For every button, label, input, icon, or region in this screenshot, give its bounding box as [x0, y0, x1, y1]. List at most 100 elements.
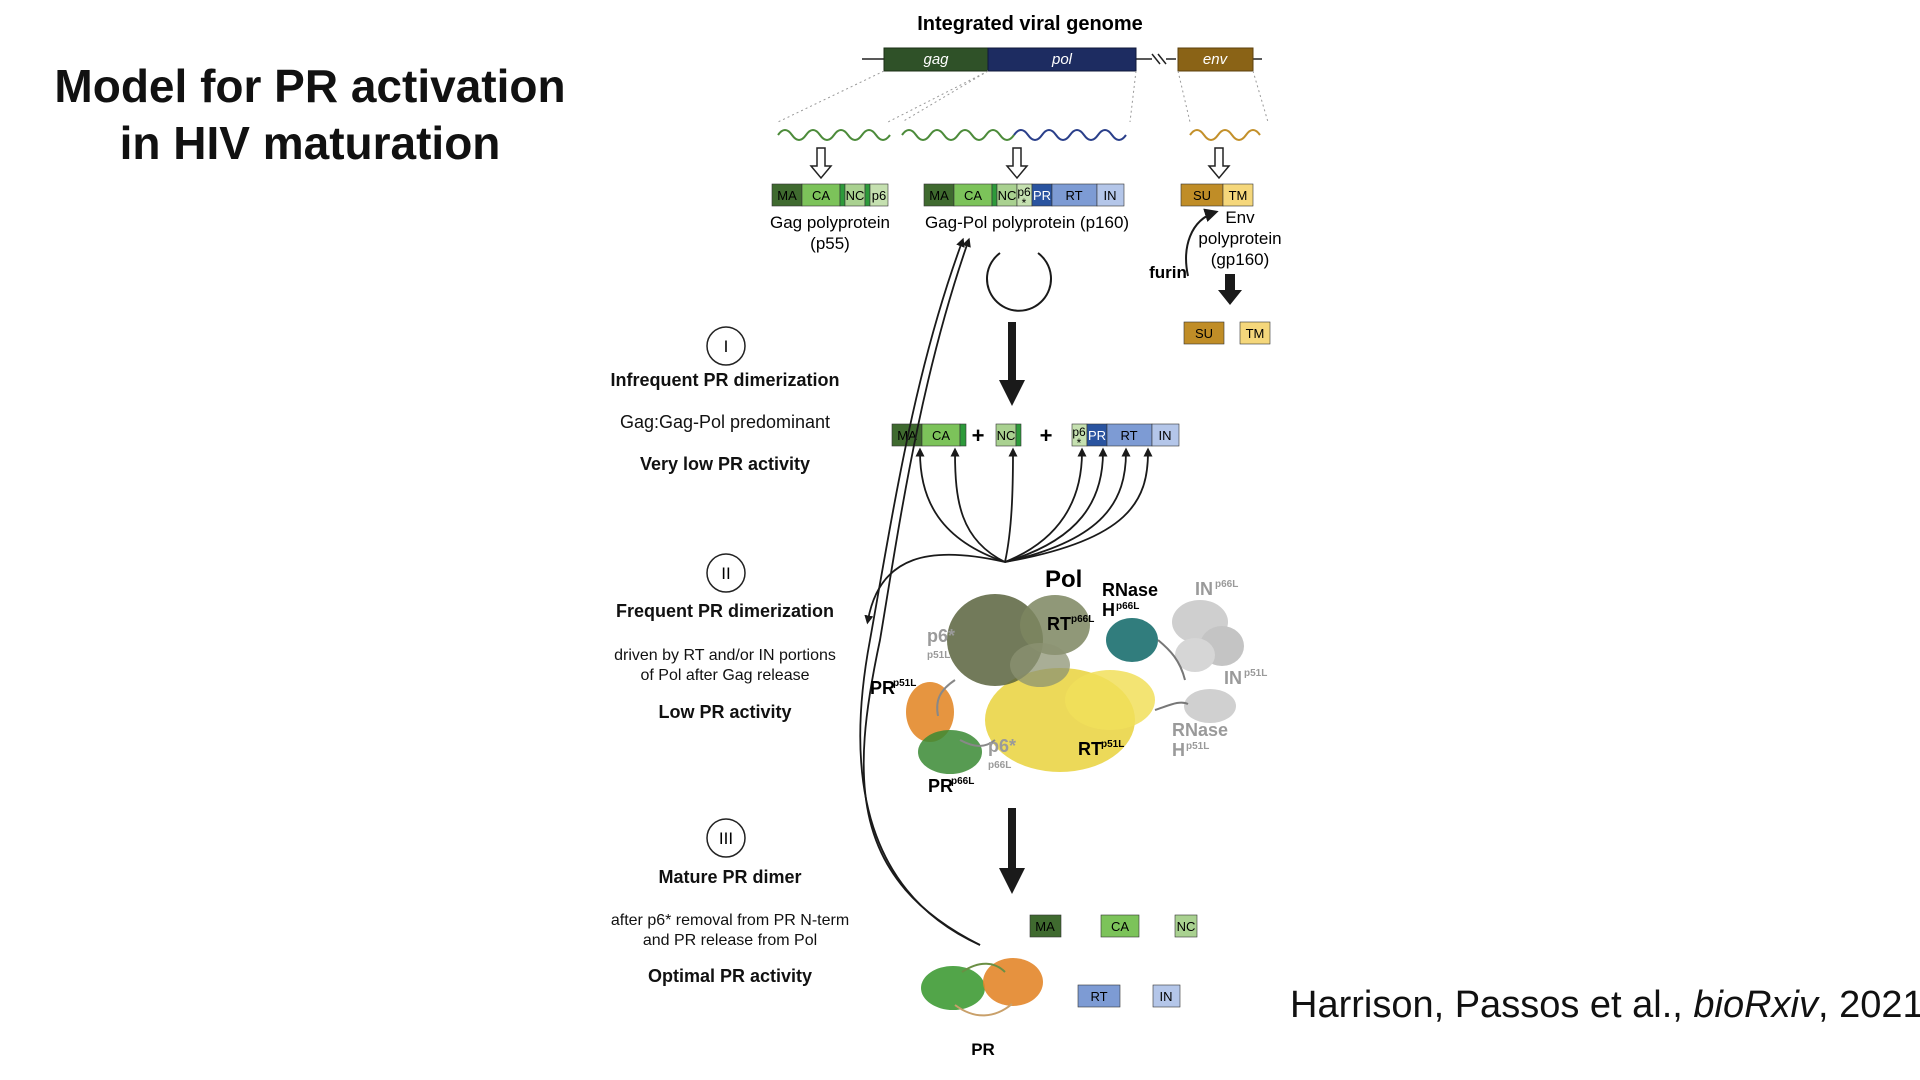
env-label-3: (gp160) — [1211, 250, 1270, 269]
rnase-p51-label: RNase — [1172, 720, 1228, 740]
gagpol-ma: MA — [929, 188, 949, 203]
env-cleavage-arrow — [1218, 274, 1242, 305]
stage-1-activity: Very low PR activity — [639, 454, 811, 474]
stage-1-products: MA CA + NC + p6 * PR RT IN — [891, 423, 1180, 450]
stage-1-nc: NC — [997, 428, 1016, 443]
p6star-p51-label: p6* — [927, 626, 955, 646]
pr-p66-label: PR — [928, 776, 953, 796]
stage-2-numeral: II — [706, 553, 746, 593]
stage-1-desc: Gag:Gag-Pol predominant — [619, 412, 831, 432]
in-p66-sup: p66L — [1215, 579, 1238, 590]
env-gene-label: env — [1203, 51, 1229, 68]
stage-3-numeral: III — [706, 818, 746, 858]
rnase-p51-h: H — [1172, 740, 1185, 760]
rt-p66-label: RT — [1047, 614, 1071, 634]
citation-authors: Harrison, Passos et al., — [1290, 984, 1694, 1026]
stage-3-ma: MA — [1035, 919, 1055, 934]
rnase-p66-label: RNase — [1102, 580, 1158, 600]
projection-lines — [777, 70, 1269, 123]
gagpol-mrna-pol — [1013, 129, 1127, 141]
stage-1-ca: CA — [932, 428, 950, 443]
genome-title: Integrated viral genome — [917, 13, 1143, 35]
gagpol-polyprotein-label: Gag-Pol polyprotein (p160) — [925, 213, 1129, 232]
rt-p51-label: RT — [1078, 739, 1102, 759]
stage-2-activity: Low PR activity — [658, 702, 792, 722]
in-p51-label: IN — [1224, 668, 1242, 688]
slide-title-line-1: Model for PR activation — [54, 60, 566, 112]
gagpol-mrna-gag — [901, 129, 1015, 141]
svg-text:II: II — [721, 564, 730, 583]
p6star-p66-label: p6* — [988, 736, 1016, 756]
gagpol-in: IN — [1104, 188, 1117, 203]
mature-pr-dimer — [921, 958, 1043, 1017]
env-tm-product: TM — [1246, 326, 1265, 341]
gag-polyprotein-label-2: (p55) — [810, 234, 850, 253]
stage-3-products: MA CA NC RT IN — [1029, 914, 1198, 1008]
gag-ma: MA — [777, 188, 797, 203]
env-label-1: Env — [1225, 208, 1255, 227]
stage-3-nc: NC — [1177, 919, 1196, 934]
cleavage-arrows — [864, 447, 1153, 625]
rnase-p66-sup: p66L — [1116, 601, 1139, 612]
in-p66-label: IN — [1195, 579, 1213, 599]
citation: Harrison, Passos et al., bioRxiv, 2021 — [1290, 984, 1920, 1027]
mature-pr-label: PR — [971, 1040, 995, 1059]
feedback-arrows — [859, 237, 981, 946]
stage-2-desc-1: driven by RT and/or IN portions — [614, 647, 836, 664]
stage-1-p6star: p6 — [1072, 425, 1086, 439]
stage-3-ca: CA — [1111, 919, 1129, 934]
stage-3-in: IN — [1160, 989, 1173, 1004]
pol-gene-label: pol — [1051, 51, 1073, 68]
pr-p51-sup: p51L — [893, 678, 916, 689]
env-products: SU TM — [1183, 321, 1271, 345]
stage-2-title: Frequent PR dimerization — [615, 601, 835, 621]
gag-polyprotein: MA CA NC p6 — [771, 183, 889, 207]
stage-1-star: * — [1077, 436, 1082, 450]
rnase-p66-h: H — [1102, 600, 1115, 620]
stage-1-pr: PR — [1088, 428, 1106, 443]
stage-1-numeral: I — [706, 326, 746, 366]
gagpol-polyprotein: MA CA NC p6 * PR RT IN — [923, 183, 1125, 210]
citation-journal: bioRxiv — [1693, 984, 1818, 1026]
stage-1-plus-2: + — [1040, 423, 1053, 448]
gag-polyprotein-label-1: Gag polyprotein — [770, 213, 890, 232]
gagpol-nc: NC — [998, 188, 1017, 203]
citation-year: , 2021 — [1818, 984, 1920, 1026]
down-arrow-1 — [999, 322, 1025, 406]
pol-structure — [906, 594, 1244, 774]
translation-arrows — [809, 147, 1231, 180]
stage-3-rt: RT — [1090, 989, 1107, 1004]
svg-text:I: I — [724, 337, 729, 356]
pol-label: Pol — [1045, 566, 1082, 593]
furin-arrow — [1185, 208, 1219, 277]
env-polyprotein: SU TM — [1180, 183, 1254, 207]
rt-p51-sup: p51L — [1101, 739, 1124, 750]
gagpol-rt: RT — [1065, 188, 1082, 203]
genome-bar: gag pol env — [862, 47, 1262, 72]
stage-3-activity: Optimal PR activity — [647, 966, 813, 986]
stage-1-title: Infrequent PR dimerization — [610, 370, 840, 390]
stage-1-in: IN — [1159, 428, 1172, 443]
rt-p66-sup: p66L — [1071, 614, 1094, 625]
env-gene — [1177, 47, 1254, 72]
rnase-p51-sup: p51L — [1186, 741, 1209, 752]
stage-2-desc-2: of Pol after Gag release — [640, 667, 810, 684]
stage-3-desc-2: and PR release from Pol — [642, 932, 818, 949]
gagpol-p6star: p6 — [1017, 185, 1031, 199]
pol-structure-labels: Pol RNase H p66L RT p66L IN p66L IN p51L… — [870, 566, 1267, 796]
stage-1-rt: RT — [1120, 428, 1137, 443]
slide-title-line-2: in HIV maturation — [119, 117, 501, 169]
gagpol-star: * — [1022, 196, 1027, 210]
p6star-p66-sub: p66L — [988, 760, 1011, 771]
gag-gene-label: gag — [923, 51, 949, 68]
stage-3-title: Mature PR dimer — [658, 867, 802, 887]
gag-p6: p6 — [872, 188, 886, 203]
pr-p51-label: PR — [870, 678, 895, 698]
gag-nc: NC — [846, 188, 865, 203]
env-mrna — [1189, 129, 1261, 141]
gagpol-ca: CA — [964, 188, 982, 203]
env-label-2: polyprotein — [1198, 229, 1281, 248]
gag-mrna — [777, 129, 891, 141]
svg-text:III: III — [719, 829, 733, 848]
